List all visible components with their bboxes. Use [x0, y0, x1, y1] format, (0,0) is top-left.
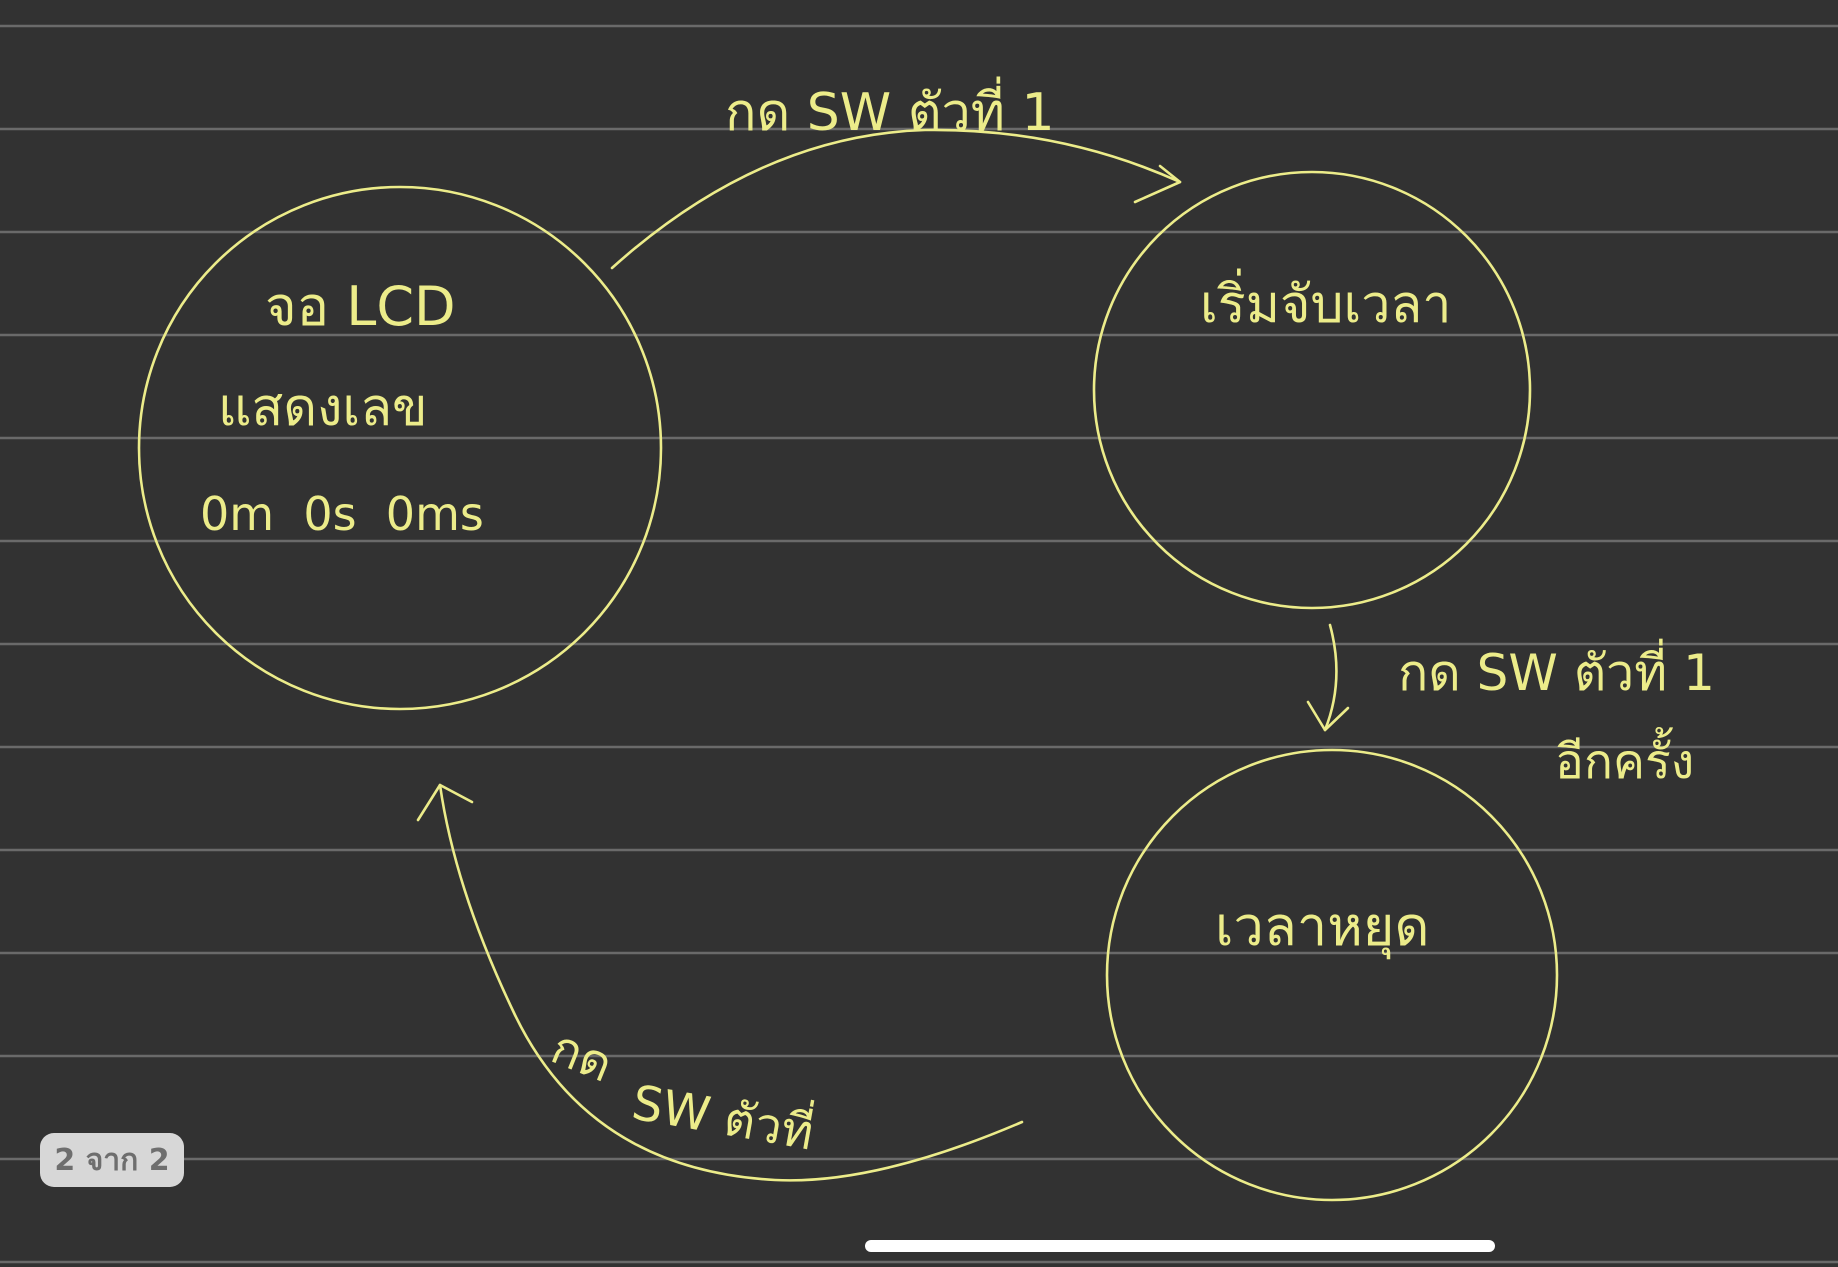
ruled-lines [0, 24, 1838, 1264]
transition-start-to-stop: กด SW ตัวที่ 1 อีกครั้ง [1306, 623, 1715, 790]
arrowhead-lcd-to-start [1133, 164, 1182, 204]
transition-start-to-stop-label-1: กด SW ตัวที่ 1 [1398, 639, 1715, 702]
transition-stop-to-lcd: กด SW ตัวที่ [416, 783, 1024, 1182]
arrow-start-to-stop [1323, 623, 1338, 732]
transition-lcd-to-start: กด SW ตัวที่ 1 [610, 76, 1182, 270]
state-lcd-line-3: 0m 0s 0ms [200, 487, 484, 541]
page-indicator-badge: 2 จาก 2 [40, 1133, 184, 1187]
state-lcd-circle [137, 185, 663, 711]
arrow-stop-to-lcd [438, 783, 1024, 1182]
state-stop: เวลาหยุด [1105, 748, 1559, 1202]
state-lcd: จอ LCD แสดงเลข 0m 0s 0ms [137, 185, 663, 711]
transition-stop-to-lcd-label-2: SW ตัวที่ [628, 1069, 819, 1162]
transition-start-to-stop-label-2: อีกครั้ง [1555, 727, 1694, 790]
arrow-lcd-to-start [610, 128, 1182, 270]
transition-lcd-to-start-label: กด SW ตัวที่ 1 [725, 76, 1055, 143]
state-stop-label: เวลาหยุด [1215, 895, 1430, 960]
state-lcd-line-2: แสดงเลข [218, 378, 428, 438]
arrowhead-stop-to-lcd [416, 783, 474, 822]
state-start-label: เริ่มจับเวลา [1200, 268, 1452, 335]
arrowhead-start-to-stop [1306, 700, 1350, 732]
state-start: เริ่มจับเวลา [1092, 170, 1532, 610]
home-indicator-bar[interactable] [865, 1240, 1495, 1252]
state-stop-circle [1105, 748, 1559, 1202]
state-lcd-line-1: จอ LCD [265, 275, 456, 338]
state-start-circle [1092, 170, 1532, 610]
transition-stop-to-lcd-label-1: กด [544, 1019, 621, 1093]
